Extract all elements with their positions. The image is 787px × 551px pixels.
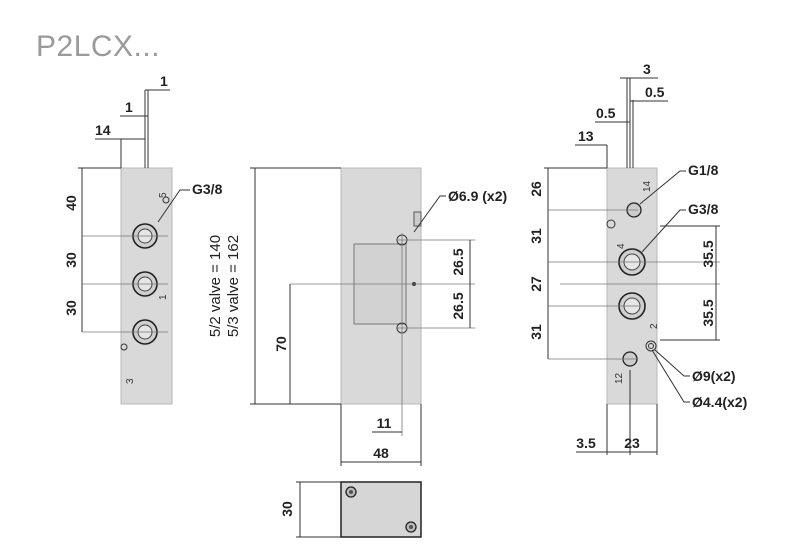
right-view: 3 0.5 0.5 13 26 31 27 31 35.5 35.5 3.5 2… <box>528 61 747 455</box>
right-callout-leader <box>654 349 690 377</box>
valve-length-label: 5/2 valve = 140 <box>207 235 224 337</box>
bottom-view: 30 <box>279 481 422 538</box>
middle-view: 5/2 valve = 140 5/3 valve = 162 Ø6.9 (x2… <box>207 167 507 466</box>
dim-label: 26.5 <box>450 248 466 275</box>
dim-label: 30 <box>63 300 79 316</box>
dim-label: 23 <box>624 435 640 451</box>
dim-label: 3 <box>643 61 651 77</box>
dim-label: 26.5 <box>450 292 466 319</box>
middle-callout-leader <box>413 195 446 233</box>
right-screw-inner <box>648 343 654 349</box>
bottom-screw-inner <box>349 490 353 494</box>
left-view: 1 1 14 40 30 30 G3/8 5 1 3 <box>63 73 223 405</box>
hole-callout: Ø9(x2) <box>692 368 736 384</box>
dim-label: 26 <box>528 181 544 197</box>
dim-label: 35.5 <box>700 299 716 326</box>
port-number: 2 <box>649 323 660 329</box>
right-callout-leader <box>651 349 690 403</box>
dim-label: 3.5 <box>576 435 596 451</box>
dim-label: 30 <box>63 252 79 268</box>
dim-label: 48 <box>373 445 389 461</box>
port-number: 5 <box>158 192 169 198</box>
dim-label: 31 <box>528 228 544 244</box>
right-callout-leader <box>641 209 686 253</box>
bottom-screw-inner <box>409 525 413 529</box>
dim-label: 14 <box>95 122 111 138</box>
page-title: P2LCX... <box>36 30 161 63</box>
port-callout: G3/8 <box>688 201 719 217</box>
dim-label: 31 <box>528 324 544 340</box>
left-screw <box>120 343 128 351</box>
right-screw <box>606 219 616 229</box>
dim-label: 27 <box>528 276 544 292</box>
dim-label: 11 <box>377 415 392 431</box>
left-screw <box>162 196 170 204</box>
port-number: 1 <box>158 294 169 300</box>
dim-label: 0.5 <box>596 105 616 121</box>
hole-callout: Ø6.9 (x2) <box>448 188 507 204</box>
middle-tab <box>413 211 422 227</box>
dim-label: 40 <box>63 195 79 211</box>
port-callout: G1/8 <box>688 162 719 178</box>
port-number: 4 <box>616 243 627 249</box>
port-number: 12 <box>614 372 625 384</box>
dim-label: 0.5 <box>645 84 665 100</box>
dim-label: 1 <box>160 73 168 89</box>
port-callout: G3/8 <box>192 181 223 197</box>
hole-callout: Ø4.4(x2) <box>692 394 747 410</box>
right-screw <box>645 340 657 352</box>
dim-label: 35.5 <box>700 240 716 267</box>
dim-label: 1 <box>125 99 133 115</box>
valve-length-label: 5/3 valve = 162 <box>225 235 242 337</box>
dim-label: 30 <box>279 501 295 517</box>
dim-label: 70 <box>273 336 289 352</box>
port-number: 3 <box>125 378 136 384</box>
dim-label: 13 <box>578 128 594 144</box>
left-callout-leader <box>157 189 190 223</box>
port-number: 14 <box>642 180 653 192</box>
right-callout-leader <box>639 170 686 205</box>
